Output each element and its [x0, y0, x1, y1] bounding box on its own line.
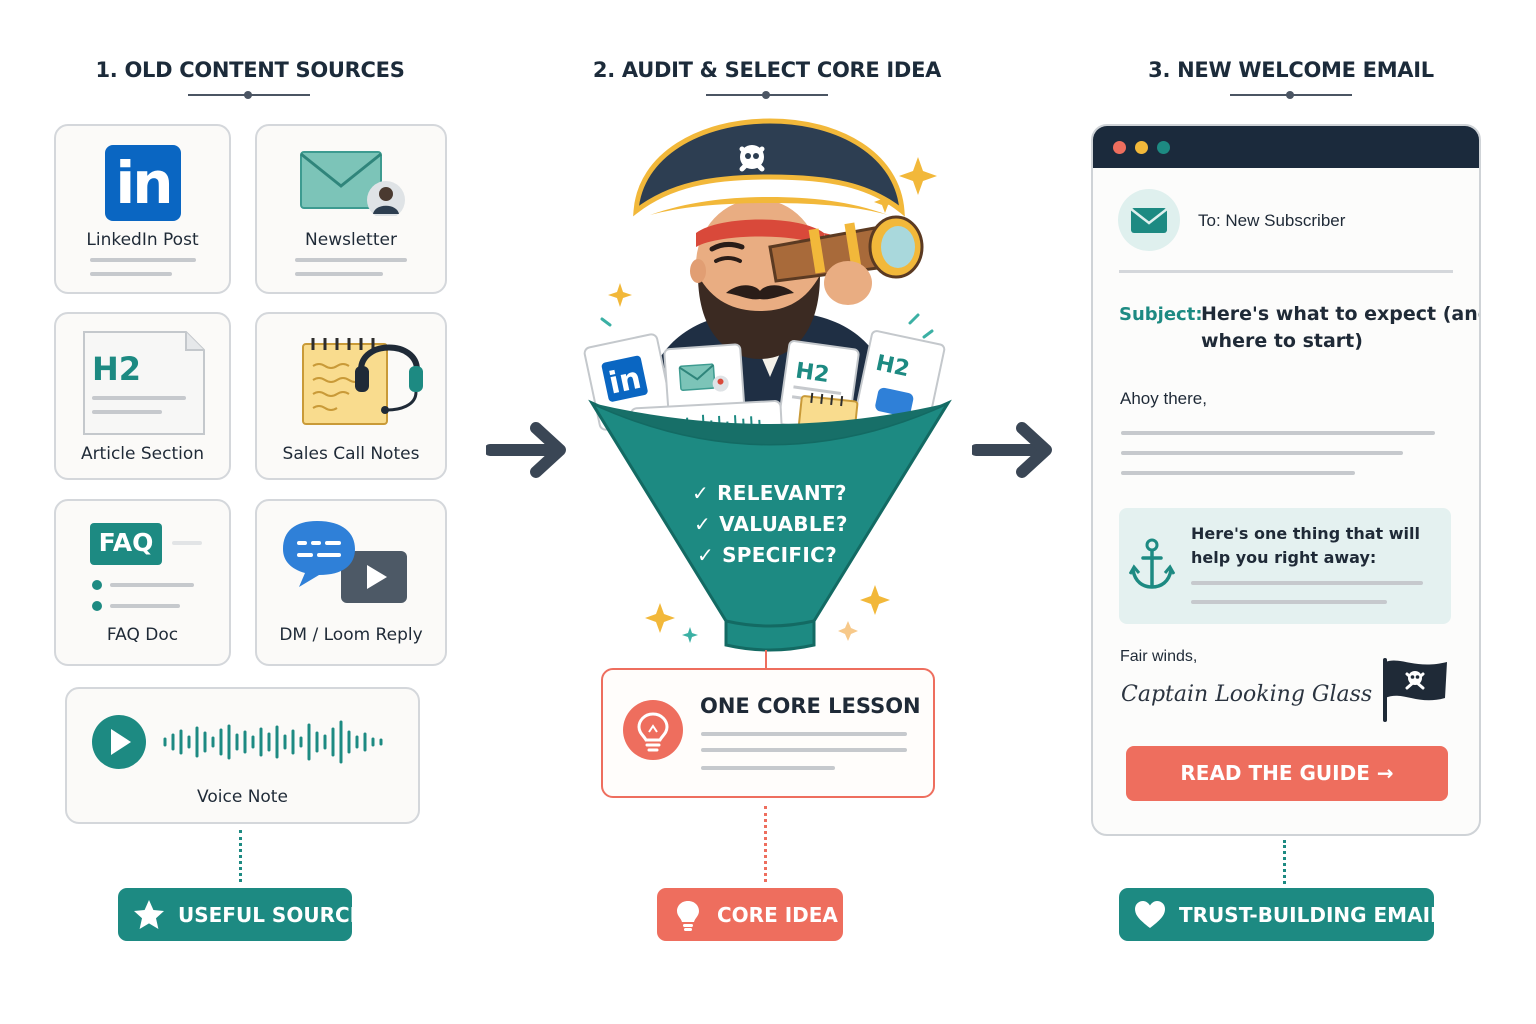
- star-icon: [134, 899, 164, 929]
- email-to-field[interactable]: To: New Subscriber: [1198, 211, 1346, 230]
- source-card-linkedin[interactable]: in LinkedIn Post: [54, 124, 231, 294]
- pirate-flag-icon: [1383, 658, 1447, 722]
- svg-text:H2: H2: [794, 359, 831, 388]
- callout-line1: Here's one thing that will: [1191, 524, 1421, 543]
- source-card-newsletter[interactable]: Newsletter: [255, 124, 447, 294]
- check-specific: ✓SPECIFIC?: [697, 543, 837, 567]
- source-label: FAQ Doc: [106, 625, 179, 645]
- column-title-email: 3. NEW WELCOME EMAIL: [1148, 58, 1434, 82]
- email-subject-label: Subject:: [1119, 304, 1203, 325]
- envelope-icon: [300, 151, 405, 216]
- email-signoff: Fair winds,: [1120, 648, 1198, 665]
- column-title-audit: 2. AUDIT & SELECT CORE IDEA: [592, 58, 942, 82]
- source-label: Voice Note: [197, 787, 288, 807]
- document-h2-icon: H2: [83, 331, 205, 435]
- welcome-email-window: To: New Subscriber Subject: Here's what …: [1091, 124, 1481, 836]
- connector-email: [1283, 840, 1286, 884]
- source-label: Newsletter: [305, 230, 397, 250]
- check-valuable: ✓VALUABLE?: [694, 512, 848, 536]
- source-card-article[interactable]: H2 Article Section: [54, 312, 231, 480]
- window-maximize-dot[interactable]: [1157, 141, 1170, 154]
- lightbulb-icon: [677, 900, 699, 931]
- faq-icon: FAQ: [90, 523, 162, 565]
- source-label: Article Section: [80, 444, 205, 464]
- column-title-sources: 1. OLD CONTENT SOURCES: [95, 58, 405, 82]
- source-card-sales-notes[interactable]: Sales Call Notes: [255, 312, 447, 480]
- pirate-funnel-illustration: in H2 H2: [583, 118, 952, 652]
- connector-core: [764, 806, 767, 882]
- funnel-connector: [765, 650, 767, 670]
- arrow-right-icon: [486, 422, 566, 478]
- check-relevant: ✓RELEVANT?: [692, 481, 847, 505]
- arrow-right-icon: [972, 422, 1052, 478]
- source-card-dm-loom[interactable]: DM / Loom Reply: [255, 499, 447, 666]
- title-divider: [706, 90, 828, 100]
- email-greeting: Ahoy there,: [1120, 389, 1207, 408]
- linkedin-icon: in: [105, 145, 181, 221]
- notepad-headset-icon: [302, 338, 423, 425]
- email-subject-line1: Here's what to expect (and: [1201, 303, 1481, 325]
- useful-source-badge: USEFUL SOURCE: [118, 888, 363, 941]
- svg-text:H2: H2: [92, 350, 141, 388]
- callout-line2: help you right away:: [1191, 548, 1377, 567]
- chat-video-icon: [283, 521, 407, 603]
- play-waveform-icon: [92, 715, 383, 769]
- email-callout: Here's one thing that will help you righ…: [1119, 508, 1451, 624]
- core-lesson-title: ONE CORE LESSON: [700, 694, 921, 718]
- heart-icon: [1135, 900, 1165, 928]
- email-recipient-icon: [1118, 189, 1180, 251]
- window-titlebar: [1093, 126, 1479, 168]
- title-divider: [1230, 90, 1352, 100]
- read-the-guide-button[interactable]: READ THE GUIDE →: [1126, 746, 1448, 801]
- window-close-dot[interactable]: [1113, 141, 1126, 154]
- title-divider: [188, 90, 310, 100]
- trust-building-email-badge: TRUST-BUILDING EMAIL: [1119, 888, 1443, 941]
- source-label: LinkedIn Post: [86, 230, 199, 250]
- anchor-icon: [1129, 538, 1175, 589]
- connector-sources: [239, 830, 242, 882]
- core-idea-badge: CORE IDEA: [657, 888, 843, 941]
- source-label: Sales Call Notes: [282, 444, 420, 464]
- email-subject-line2: where to start): [1201, 330, 1363, 352]
- source-card-faq[interactable]: FAQ FAQ Doc: [54, 499, 231, 666]
- window-minimize-dot[interactable]: [1135, 141, 1148, 154]
- source-card-voice-note[interactable]: Voice Note: [65, 687, 420, 824]
- svg-text:in: in: [606, 361, 644, 402]
- email-signature: Captain Looking Glass: [1121, 682, 1373, 707]
- core-lesson-card[interactable]: ONE CORE LESSON: [601, 668, 935, 798]
- lightbulb-icon: [623, 700, 683, 760]
- source-label: DM / Loom Reply: [279, 625, 423, 645]
